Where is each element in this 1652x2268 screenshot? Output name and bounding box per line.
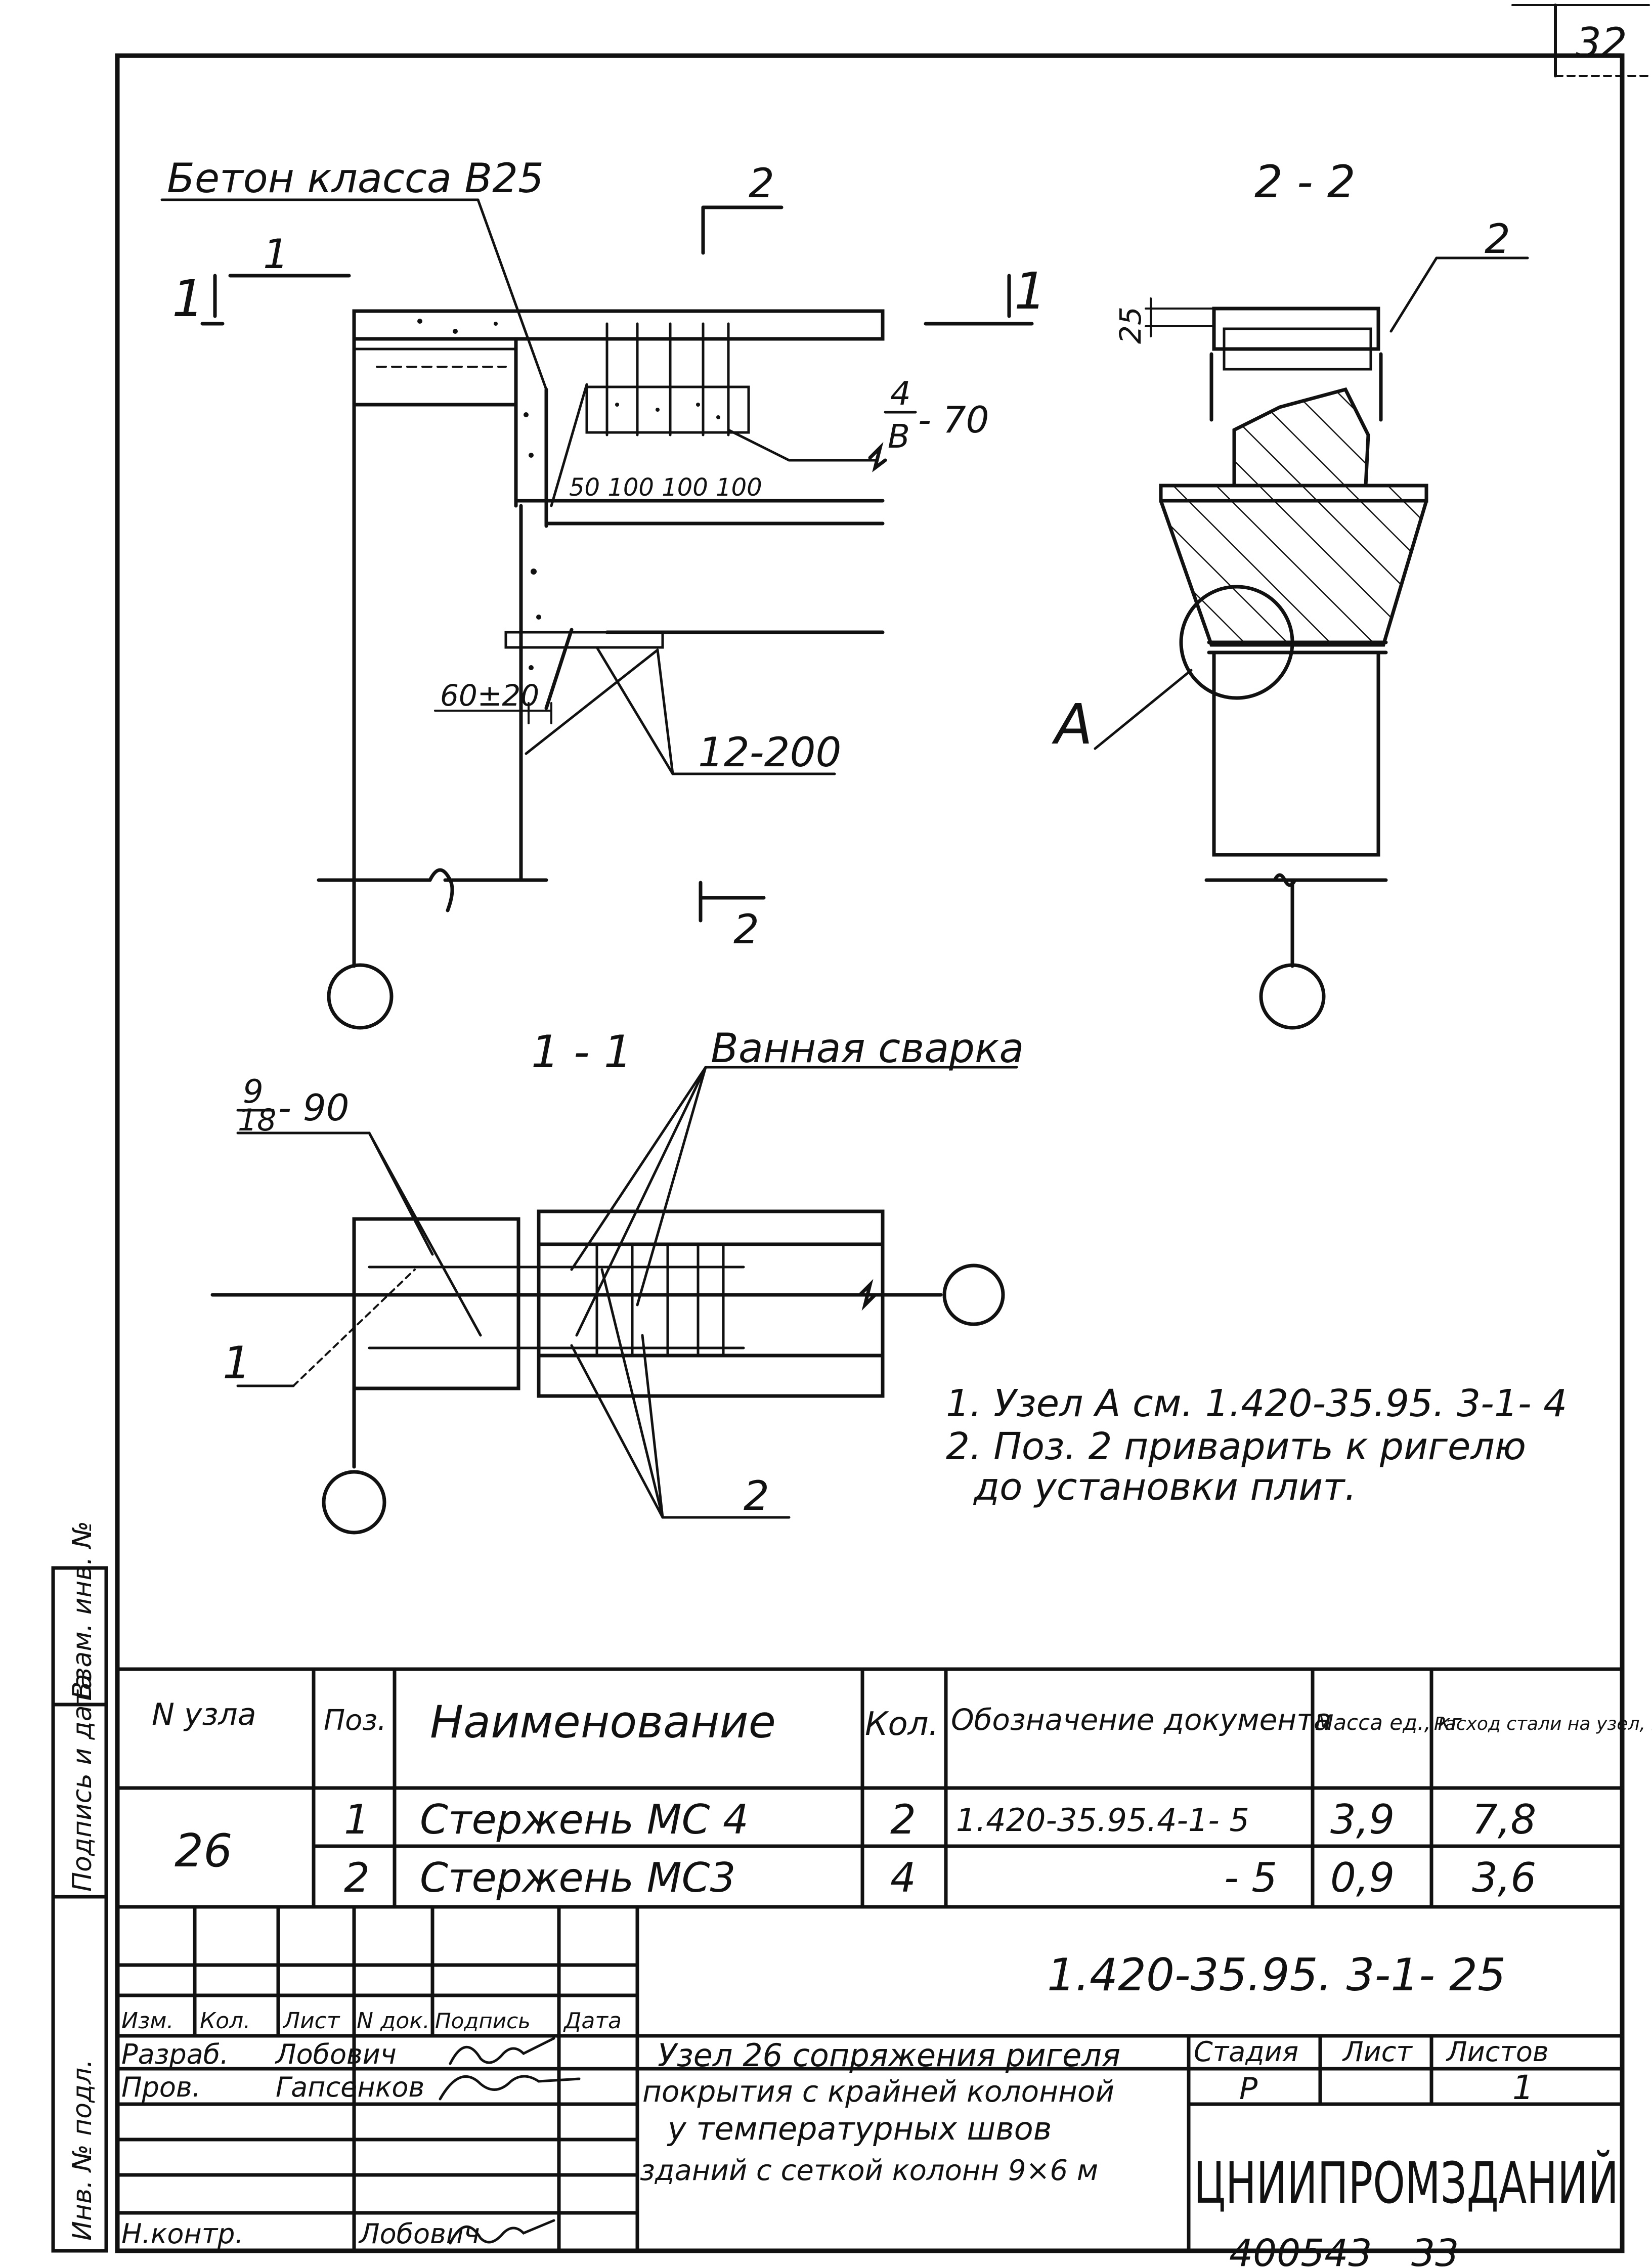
concrete-class-label: Бетон класса В25 — [167, 155, 544, 202]
rebar-spacing-label-1-1: - 90 — [278, 1086, 349, 1129]
main-section-hatch — [417, 319, 720, 670]
header-doc: Обозначение документа — [951, 1703, 1332, 1737]
title-line-2: покрытия с крайней колонной — [642, 2074, 1114, 2109]
rebar-diameter-label-1-1: 18 — [238, 1103, 276, 1138]
drawing-frame — [115, 4, 1650, 2253]
col-header-doc: N док. — [357, 2008, 430, 2034]
sheets-header: Листов — [1446, 2036, 1549, 2068]
signature-checker — [439, 2075, 581, 2101]
title-line-3: у температурных швов — [667, 2110, 1052, 2147]
stamp-number-bottom: 400543 — [1229, 2232, 1372, 2268]
col-header-qty: Кол. — [200, 2008, 250, 2034]
cut-mark-1-right: 1 — [1014, 261, 1047, 321]
section-2-2-position: 2 — [1485, 215, 1510, 263]
side-stamp — [51, 1566, 108, 2253]
row1-mass: 3,9 — [1330, 1796, 1395, 1843]
section-2-2-dim-25: 25 — [1113, 307, 1148, 344]
col-header-date: Дата — [563, 2008, 622, 2034]
col-header-sheet: Лист — [282, 2008, 340, 2034]
col-header-change: Изм. — [121, 2008, 174, 2034]
cut-mark-2-top: 2 — [749, 160, 774, 207]
cut-mark-1-left: 1 — [172, 269, 204, 328]
sheet-header: Лист — [1342, 2036, 1413, 2068]
role-developer: Разраб. — [121, 2038, 229, 2070]
role-norm-control: Н.контр. — [121, 2218, 244, 2250]
header-consumption: Расход стали на узел, кг — [1434, 1714, 1652, 1734]
role-checker: Пров. — [121, 2071, 201, 2103]
page-number-top: 32 — [1576, 19, 1627, 66]
main-section-view — [160, 198, 1034, 1030]
title-block-title: Узел 26 сопряжения ригеля покрытия с кра… — [640, 2037, 1120, 2187]
header-qty: Кол. — [865, 1706, 939, 1743]
position-label-2-plan: 2 — [744, 1472, 769, 1519]
section-1-1-title: 1 - 1 — [531, 1026, 632, 1078]
section-2-2-view — [1094, 256, 1529, 1030]
bath-welding-label: Ванная сварка — [711, 1025, 1024, 1072]
row2-pos: 2 — [344, 1854, 370, 1901]
spec-row-1: 1 Стержень МС 4 2 1.420-35.95.4-1- 5 3,9… — [344, 1796, 1536, 1843]
position-label-1: 1 — [263, 231, 289, 278]
note-line-1: 1. Узел А см. 1.420-35.95. 3-1- 4 — [946, 1382, 1567, 1425]
side-stamp-inv-original: Инв. № подл. — [67, 2059, 98, 2241]
row1-pos: 1 — [344, 1796, 370, 1843]
section-1-1-view — [210, 1066, 1018, 1535]
cut-mark-2-bottom: 2 — [733, 906, 759, 953]
header-mass: Масса ед., кг — [1315, 1710, 1462, 1735]
row1-consumption: 7,8 — [1472, 1796, 1536, 1843]
page-number-bottom: 33 — [1411, 2232, 1459, 2268]
node-a-label: A — [1052, 692, 1093, 757]
general-notes: 1. Узел А см. 1.420-35.95. 3-1- 4 2. Поз… — [946, 1382, 1567, 1509]
row2-mass: 0,9 — [1330, 1854, 1395, 1901]
signature-developer — [449, 2037, 555, 2065]
row1-qty: 2 — [890, 1796, 916, 1843]
spacing-dimensions: 50 100 100 100 — [569, 473, 762, 502]
spec-table-header: N узла Поз. Наименование Кол. Обозначени… — [152, 1696, 1652, 1748]
header-name: Наименование — [430, 1696, 776, 1748]
side-stamp-inv-replacement: Взам. инв. № — [67, 1521, 98, 1699]
stage-header: Стадия — [1194, 2036, 1298, 2068]
signature-norm-control — [449, 2219, 555, 2245]
title-block-column-headers: Изм. Кол. Лист N док. Подпись Дата — [121, 2008, 622, 2034]
row1-name: Стержень МС 4 — [420, 1796, 749, 1843]
row2-name: Стержень МС3 — [420, 1854, 735, 1901]
document-designation: 1.420-35.95. 3-1- 25 — [1047, 1949, 1506, 2001]
header-node: N узла — [152, 1697, 256, 1732]
spec-table-grid — [115, 1667, 1624, 1909]
row2-qty: 4 — [890, 1854, 916, 1901]
rebar-count-label-1-1: 9 — [243, 1073, 264, 1111]
rebar-spacing-label: - 70 — [918, 399, 989, 441]
stage-value: Р — [1239, 2071, 1258, 2107]
row1-doc: 1.420-35.95.4-1- 5 — [956, 1802, 1249, 1839]
dim-60-label: 60±20 — [440, 678, 539, 713]
node-number: 26 — [175, 1824, 233, 1878]
sheets-total-value: 1 — [1512, 2068, 1534, 2107]
name-norm-control: Лобович — [358, 2218, 480, 2250]
col-header-signature: Подпись — [435, 2009, 531, 2033]
header-pos: Поз. — [324, 1704, 386, 1737]
spec-row-2: 2 Стержень МС3 4 - 5 0,9 3,6 — [344, 1854, 1536, 1901]
title-line-1: Узел 26 сопряжения ригеля — [658, 2037, 1120, 2074]
side-stamp-sign-date: Подпись и дата — [67, 1674, 98, 1892]
position-label-1-plan: 1 — [223, 1337, 251, 1389]
rebar-count-label: 4 — [890, 375, 911, 413]
row2-doc: - 5 — [1224, 1854, 1277, 1901]
name-developer: Лобович — [275, 2038, 397, 2070]
title-line-4: зданий с сеткой колонн 9×6 м — [640, 2154, 1098, 2187]
stirrup-label: 12-200 — [698, 729, 841, 776]
section-2-2-title: 2 - 2 — [1254, 156, 1356, 208]
note-line-2: 2. Поз. 2 приварить к ригелю — [946, 1425, 1526, 1468]
rebar-diameter-label: В — [888, 418, 910, 456]
name-checker: Гапсенков — [276, 2071, 424, 2103]
note-line-3: до установки плит. — [973, 1465, 1357, 1509]
title-block-roles: Разраб. Лобович Пров. Гапсенков Н.контр.… — [121, 2037, 581, 2250]
organization-name: ЦНИИПРОМЗДАНИЙ — [1194, 2150, 1619, 2216]
row2-consumption: 3,6 — [1472, 1854, 1536, 1901]
